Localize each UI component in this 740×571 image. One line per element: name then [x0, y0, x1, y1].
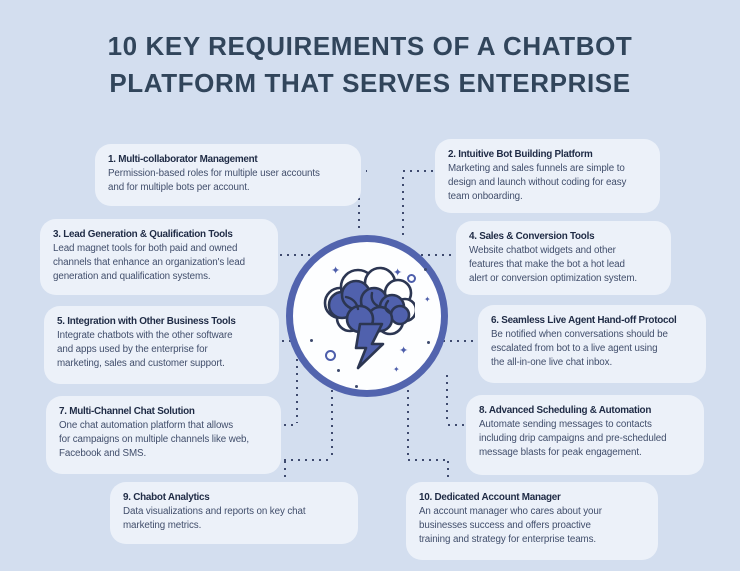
item-card-6: 6. Seamless Live Agent Hand-off Protocol… — [478, 305, 706, 383]
connector-dotted-line — [358, 177, 360, 231]
page-title: 10 KEY REQUIREMENTS OF A CHATBOT PLATFOR… — [0, 28, 740, 102]
item-card-4: 4. Sales & Conversion Tools Website chat… — [456, 221, 671, 295]
ring-icon — [407, 274, 416, 283]
item-heading: 3. Lead Generation & Qualification Tools — [53, 229, 233, 240]
item-body: Permission-based roles for multiple user… — [108, 168, 320, 193]
title-line-2: PLATFORM THAT SERVES ENTERPRISE — [109, 68, 631, 98]
connector-dotted-line — [273, 254, 312, 256]
item-card-9: 9. Chabot Analytics Data visualizations … — [110, 482, 358, 544]
item-heading: 4. Sales & Conversion Tools — [469, 231, 595, 242]
brain-lightning-icon — [319, 262, 418, 377]
connector-dotted-line — [277, 424, 297, 426]
item-heading: 8. Advanced Scheduling & Automation — [479, 405, 652, 416]
connector-dotted-line — [407, 390, 409, 458]
item-body: Lead magnet tools for both paid and owne… — [53, 243, 245, 282]
connector-dotted-line — [403, 170, 433, 172]
connector-dotted-line — [448, 424, 467, 426]
item-card-1: 1. Multi-collaborator Management Permiss… — [95, 144, 361, 206]
connector-dotted-line — [296, 359, 298, 423]
dot-icon — [337, 369, 340, 372]
connector-dotted-line — [421, 254, 454, 256]
connector-dotted-line — [408, 459, 449, 461]
item-heading: 5. Integration with Other Business Tools — [57, 316, 236, 327]
item-heading: 1. Multi-collaborator Management — [108, 154, 258, 165]
item-body: Integrate chatbots with the other softwa… — [57, 330, 233, 369]
item-heading: 10. Dedicated Account Manager — [419, 492, 561, 503]
item-card-10: 10. Dedicated Account Manager An account… — [406, 482, 658, 560]
sparkle-icon: ✦ — [424, 295, 431, 304]
item-card-7: 7. Multi-Channel Chat Solution One chat … — [46, 396, 281, 474]
central-hub-circle: ✦ ✦ ✦ ✦ ✦ — [286, 235, 448, 397]
item-body: An account manager who cares about your … — [419, 506, 602, 545]
item-card-3: 3. Lead Generation & Qualification Tools… — [40, 219, 278, 295]
item-body: Automate sending messages to contacts in… — [479, 419, 667, 458]
connector-dotted-line — [443, 340, 477, 342]
item-body: Data visualizations and reports on key c… — [123, 506, 306, 531]
connector-dotted-line — [446, 375, 448, 423]
item-card-5: 5. Integration with Other Business Tools… — [44, 306, 279, 384]
title-line-1: 10 KEY REQUIREMENTS OF A CHATBOT — [107, 31, 633, 61]
item-card-2: 2. Intuitive Bot Building Platform Marke… — [435, 139, 660, 213]
item-heading: 7. Multi-Channel Chat Solution — [59, 406, 195, 417]
connector-dotted-line — [284, 459, 332, 461]
item-heading: 6. Seamless Live Agent Hand-off Protocol — [491, 315, 677, 326]
item-body: Be notified when conversations should be… — [491, 329, 668, 368]
item-body: One chat automation platform that allows… — [59, 420, 250, 459]
connector-dotted-line — [331, 390, 333, 458]
item-heading: 2. Intuitive Bot Building Platform — [448, 149, 593, 160]
connector-dotted-line — [275, 340, 294, 342]
dot-icon — [355, 385, 358, 388]
connector-dotted-line — [447, 461, 449, 480]
sparkle-icon: ✦ — [399, 345, 409, 357]
item-heading: 9. Chabot Analytics — [123, 492, 210, 503]
connector-dotted-line — [402, 177, 404, 237]
sparkle-icon: ✦ — [393, 365, 400, 374]
item-body: Marketing and sales funnels are simple t… — [448, 163, 627, 202]
connector-dotted-line — [284, 461, 286, 480]
sparkle-icon: ✦ — [331, 265, 341, 277]
dot-icon — [424, 268, 427, 271]
ring-icon — [325, 350, 336, 361]
dot-icon — [427, 341, 430, 344]
item-card-8: 8. Advanced Scheduling & Automation Auto… — [466, 395, 704, 475]
item-body: Website chatbot widgets and other featur… — [469, 245, 638, 284]
sparkle-icon: ✦ — [393, 267, 403, 279]
dot-icon — [310, 339, 313, 342]
